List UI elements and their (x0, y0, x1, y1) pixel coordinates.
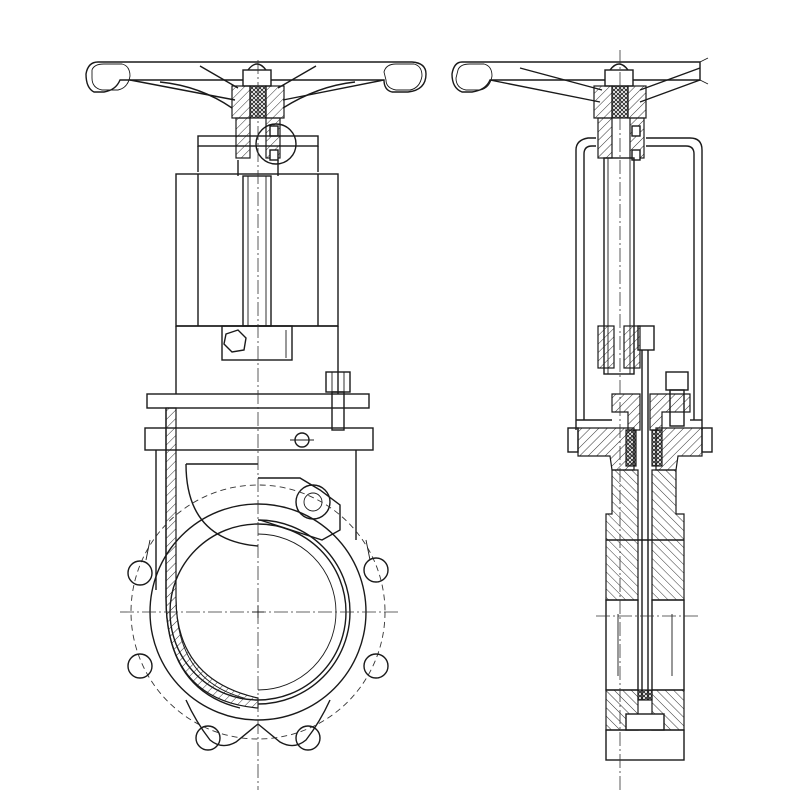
stem-connector-front (221, 325, 293, 361)
gland-side (567, 371, 713, 453)
stem-side (597, 157, 655, 700)
gland-bolt-front (325, 371, 351, 431)
hub-front (231, 63, 297, 165)
side-view (451, 50, 713, 790)
body-top-flange-front (144, 427, 374, 451)
valve-body-front (155, 407, 357, 709)
yoke-body-front (175, 173, 339, 394)
handwheel-side (451, 57, 709, 103)
body-flange-side (577, 427, 703, 471)
front-view (85, 60, 427, 790)
yoke-frame-side (575, 137, 703, 430)
valve-body-side (605, 469, 685, 761)
handwheel-front (85, 61, 427, 109)
